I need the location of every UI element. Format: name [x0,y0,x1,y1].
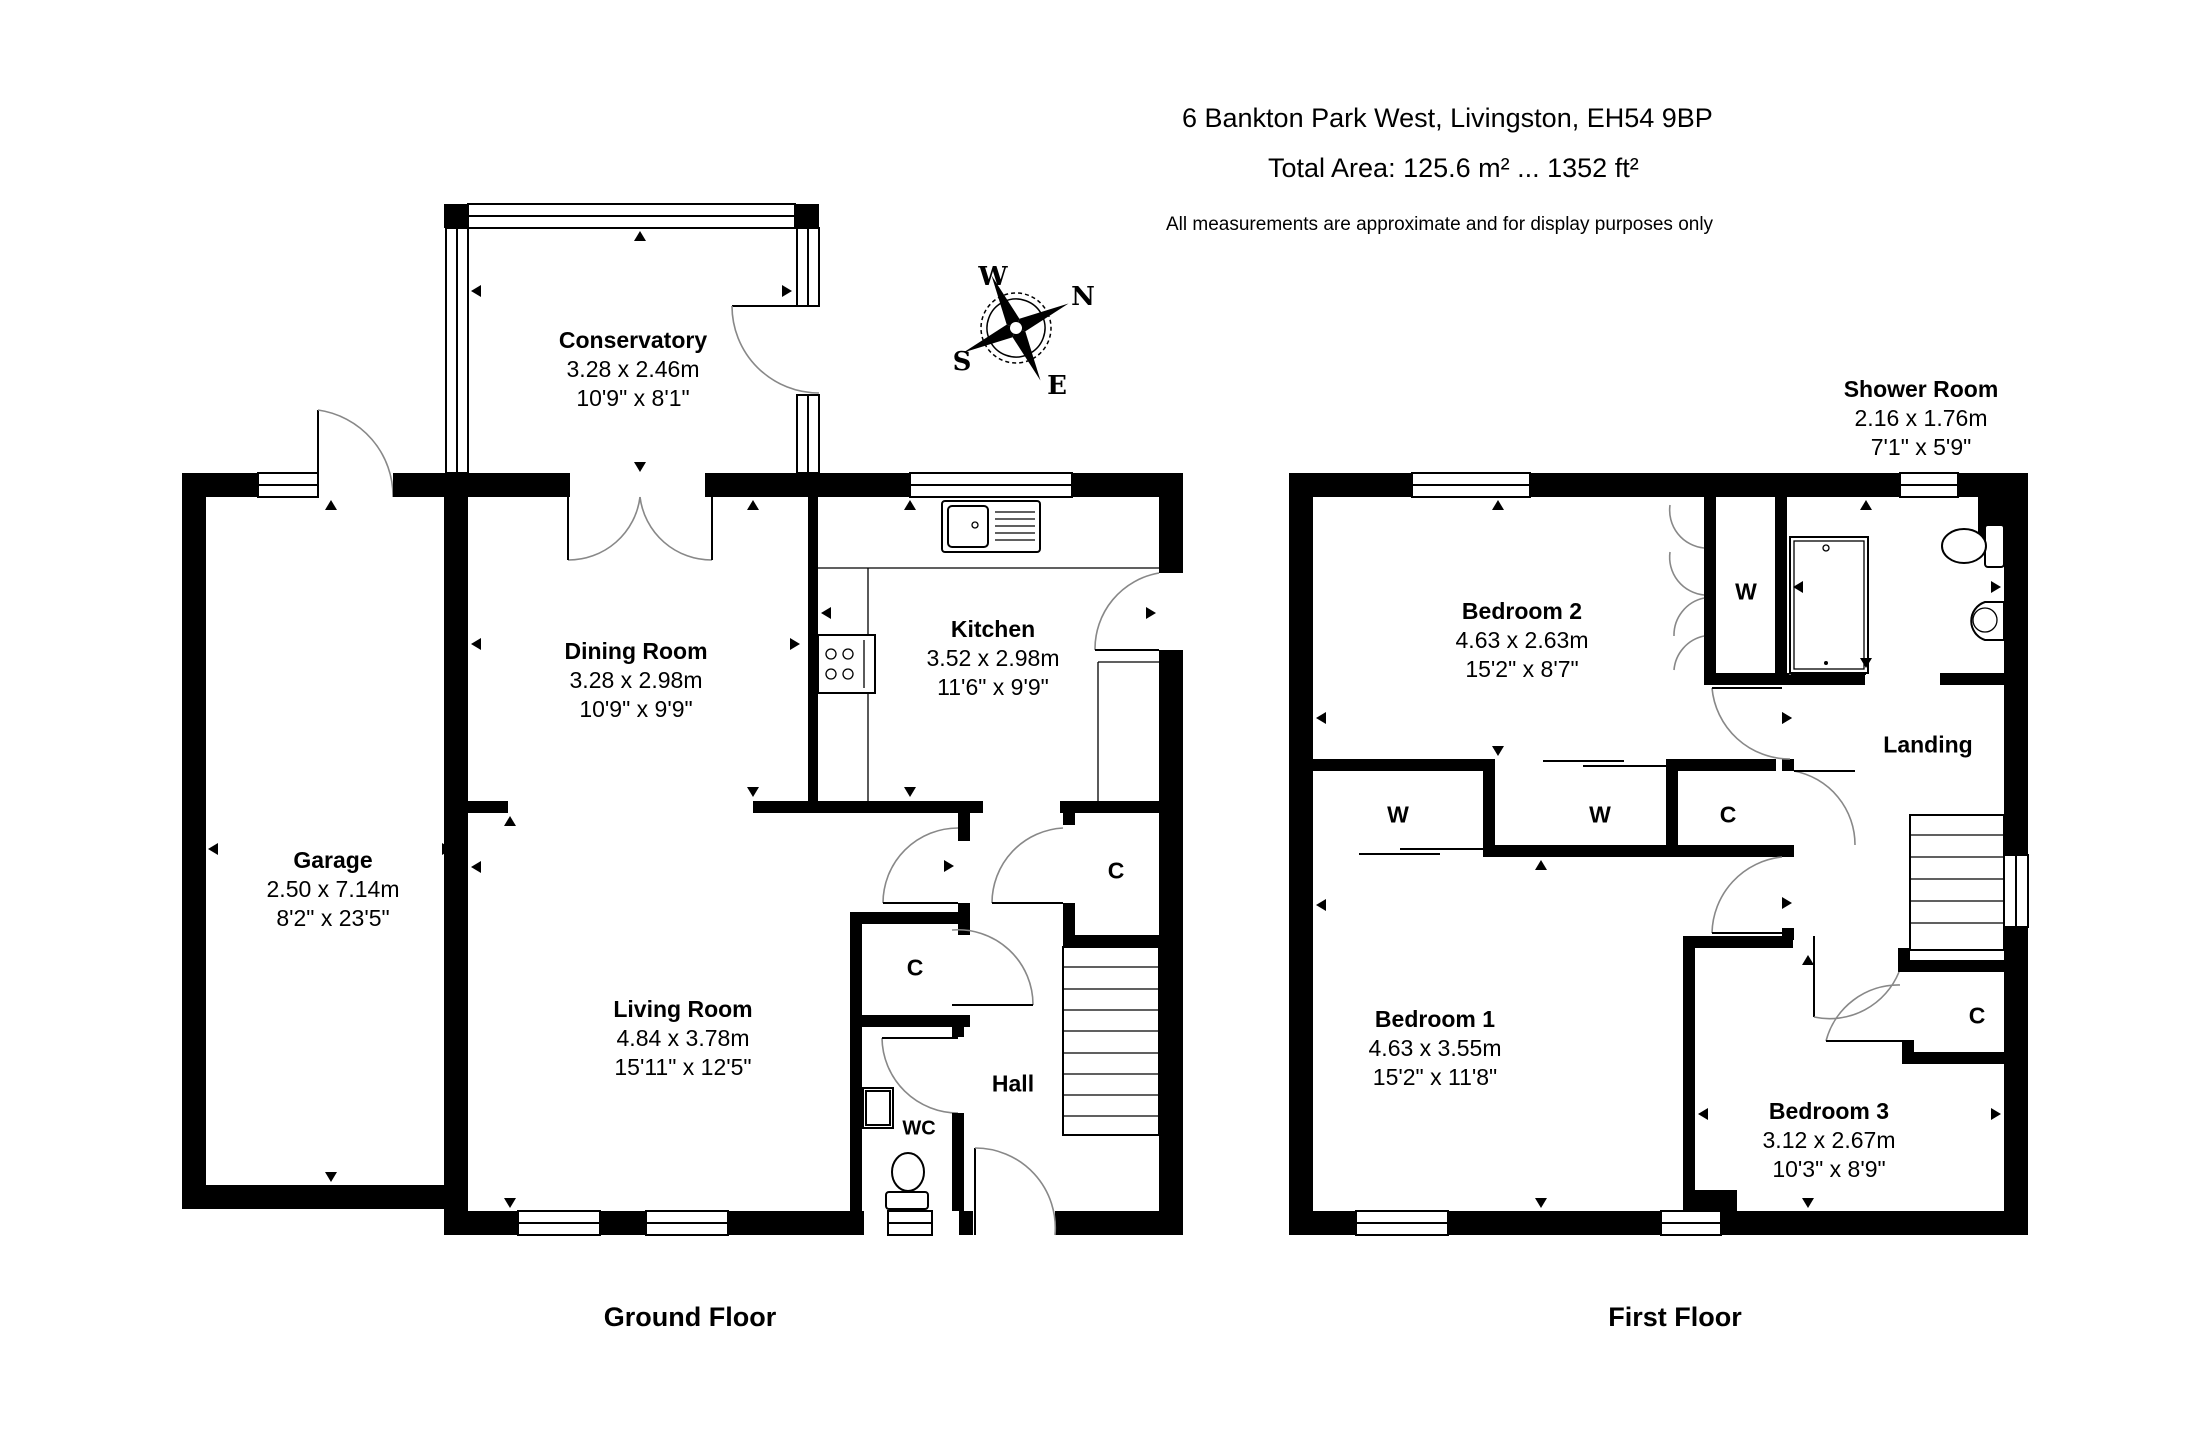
room-name: Bedroom 3 [1768,1098,1890,1124]
room-bedroom-2: Bedroom 2 4.63 x 2.63m 15'2" x 8'7" [1456,597,1589,684]
compass-west-label: W [978,262,1008,292]
room-metric: 4.63 x 3.55m [1368,1035,1502,1061]
label-wardrobe: W [1387,801,1409,828]
room-garage: Garage 2.50 x 7.14m 8'2" x 23'5" [267,846,400,933]
room-conservatory: Conservatory 3.28 x 2.46m 10'9" x 8'1" [559,326,707,413]
room-kitchen: Kitchen 3.52 x 2.98m 11'6" x 9'9" [927,615,1060,702]
room-name: Bedroom 1 [1374,1006,1496,1032]
compass-rose-icon [963,275,1069,381]
room-imperial: 7'1" x 5'9" [1870,434,1972,460]
room-imperial: 10'9" x 8'1" [576,385,690,411]
room-metric: 3.12 x 2.67m [1762,1127,1896,1153]
room-name: Kitchen [950,616,1036,642]
total-area: Total Area: 125.6 m² ... 1352 ft² [1268,153,1639,183]
label-hall: Hall [991,1070,1035,1097]
ground-floor-label: Ground Floor [603,1302,777,1332]
room-bedroom-1: Bedroom 1 4.63 x 3.55m 15'2" x 11'8" [1369,1005,1502,1092]
room-metric: 3.28 x 2.46m [566,356,700,382]
ground-floor-plan [182,203,1183,1236]
first-floor-label: First Floor [1608,1302,1742,1332]
room-imperial: 15'2" x 8'7" [1465,656,1579,682]
label-cupboard: C [1719,801,1737,828]
room-name: Bedroom 2 [1461,598,1583,624]
room-name: Living Room [613,996,753,1022]
property-address: 6 Bankton Park West, Livingston, EH54 9B… [1182,103,1713,133]
room-metric: 3.52 x 2.98m [926,645,1060,671]
room-metric: 3.28 x 2.98m [569,667,703,693]
room-imperial: 15'11" x 12'5" [614,1054,752,1080]
label-cupboard: C [1968,1002,1986,1029]
room-imperial: 11'6" x 9'9" [937,674,1049,700]
room-imperial: 10'3" x 8'9" [1772,1156,1886,1182]
room-name: Dining Room [564,638,708,664]
room-imperial: 15'2" x 11'8" [1372,1064,1498,1090]
room-name: Garage [293,847,373,873]
label-landing: Landing [1883,731,1973,758]
room-imperial: 8'2" x 23'5" [276,905,390,931]
first-floor-plan [1289,472,2029,1236]
room-shower: Shower Room 2.16 x 1.76m 7'1" x 5'9" [1844,375,1999,462]
room-name: Conservatory [558,327,708,353]
label-wardrobe: W [1589,801,1611,828]
compass-north-label: N [1071,282,1095,312]
room-dining: Dining Room 3.28 x 2.98m 10'9" x 9'9" [564,637,707,724]
room-name: Shower Room [1843,376,1999,402]
disclaimer: All measurements are approximate and for… [1166,214,1714,235]
room-living: Living Room 4.84 x 3.78m 15'11" x 12'5" [613,995,752,1082]
room-bedroom-3: Bedroom 3 3.12 x 2.67m 10'3" x 8'9" [1763,1097,1896,1184]
compass-east-label: E [1047,371,1067,401]
room-metric: 2.50 x 7.14m [266,876,400,902]
room-imperial: 10'9" x 9'9" [579,696,693,722]
room-metric: 4.63 x 2.63m [1455,627,1589,653]
room-metric: 4.84 x 3.78m [616,1025,750,1051]
label-wardrobe: W [1735,578,1757,605]
label-cupboard: C [1107,857,1125,884]
compass-south-label: S [952,347,972,377]
label-wc: WC [902,1117,936,1140]
room-metric: 2.16 x 1.76m [1854,405,1988,431]
label-cupboard: C [906,954,924,981]
